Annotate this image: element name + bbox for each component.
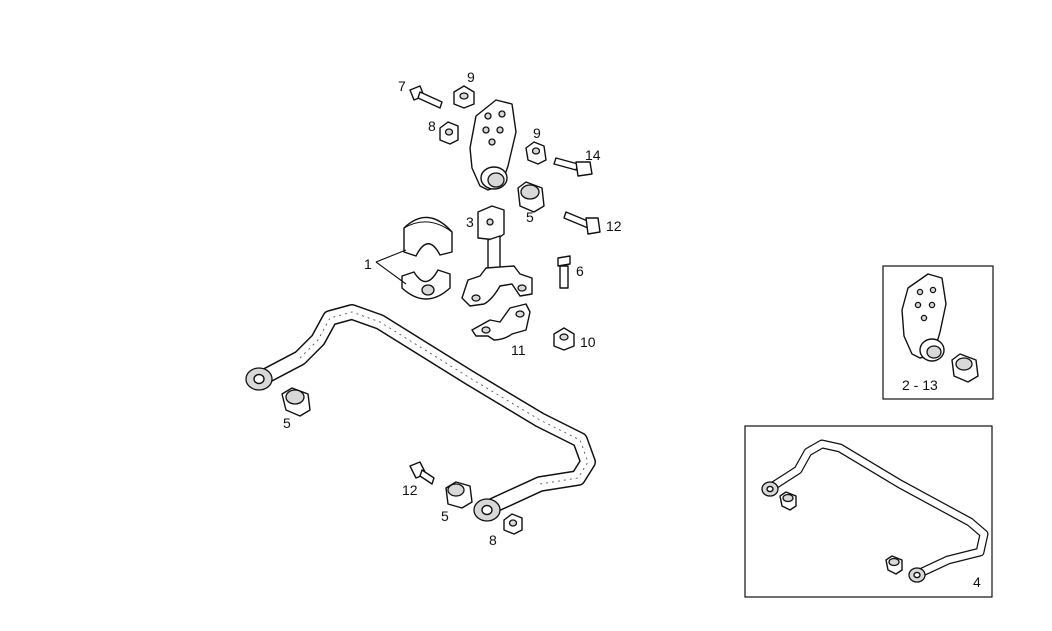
inset-bracket-label: 2 - 13 <box>902 377 938 393</box>
bolt-7 <box>409 85 443 109</box>
nut-10 <box>553 327 575 351</box>
nut-8-top <box>439 121 459 145</box>
callout-8-top: 8 <box>428 118 436 134</box>
callout-5-left: 5 <box>283 415 291 431</box>
inset-stabilizer-bar: 4 <box>744 425 993 598</box>
stabilizer-bar <box>245 304 596 522</box>
clamp-bracket <box>461 205 533 307</box>
callout-1-leader <box>375 249 407 285</box>
split-bush-upper <box>403 216 453 257</box>
callout-12-bottom: 12 <box>402 482 418 498</box>
bolt-6 <box>557 255 571 289</box>
bush-top <box>517 181 545 213</box>
inset-bracket-assembly: 2 - 13 <box>882 265 994 400</box>
bush-left <box>281 387 311 417</box>
bolt-14 <box>553 157 593 177</box>
callout-3: 3 <box>466 214 474 230</box>
mounting-bracket <box>469 99 517 191</box>
callout-5-bottom: 5 <box>441 508 449 524</box>
callout-5-top: 5 <box>526 209 534 225</box>
nut-9-right <box>525 141 547 165</box>
callout-labels: 1 3 5 5 5 6 7 8 8 9 9 10 11 12 12 14 <box>283 69 622 548</box>
callout-8-bottom: 8 <box>489 532 497 548</box>
callout-10: 10 <box>580 334 596 350</box>
callout-1: 1 <box>364 256 372 272</box>
nut-8-bottom <box>503 513 523 535</box>
nut-9-left <box>453 85 475 109</box>
callout-12-right: 12 <box>606 218 622 234</box>
split-bush-lower <box>401 269 451 300</box>
callout-11: 11 <box>511 342 526 358</box>
bolt-12-bottom <box>409 461 435 485</box>
callout-9-left: 9 <box>467 69 475 85</box>
inset-bar-label: 4 <box>973 574 981 590</box>
callout-6: 6 <box>576 263 584 279</box>
callout-14: 14 <box>585 147 601 163</box>
clamp-plate <box>471 303 531 341</box>
bolt-12-right <box>563 211 601 235</box>
callout-9-right: 9 <box>533 125 541 141</box>
callout-7: 7 <box>398 78 406 94</box>
bush-bottom <box>445 481 473 509</box>
